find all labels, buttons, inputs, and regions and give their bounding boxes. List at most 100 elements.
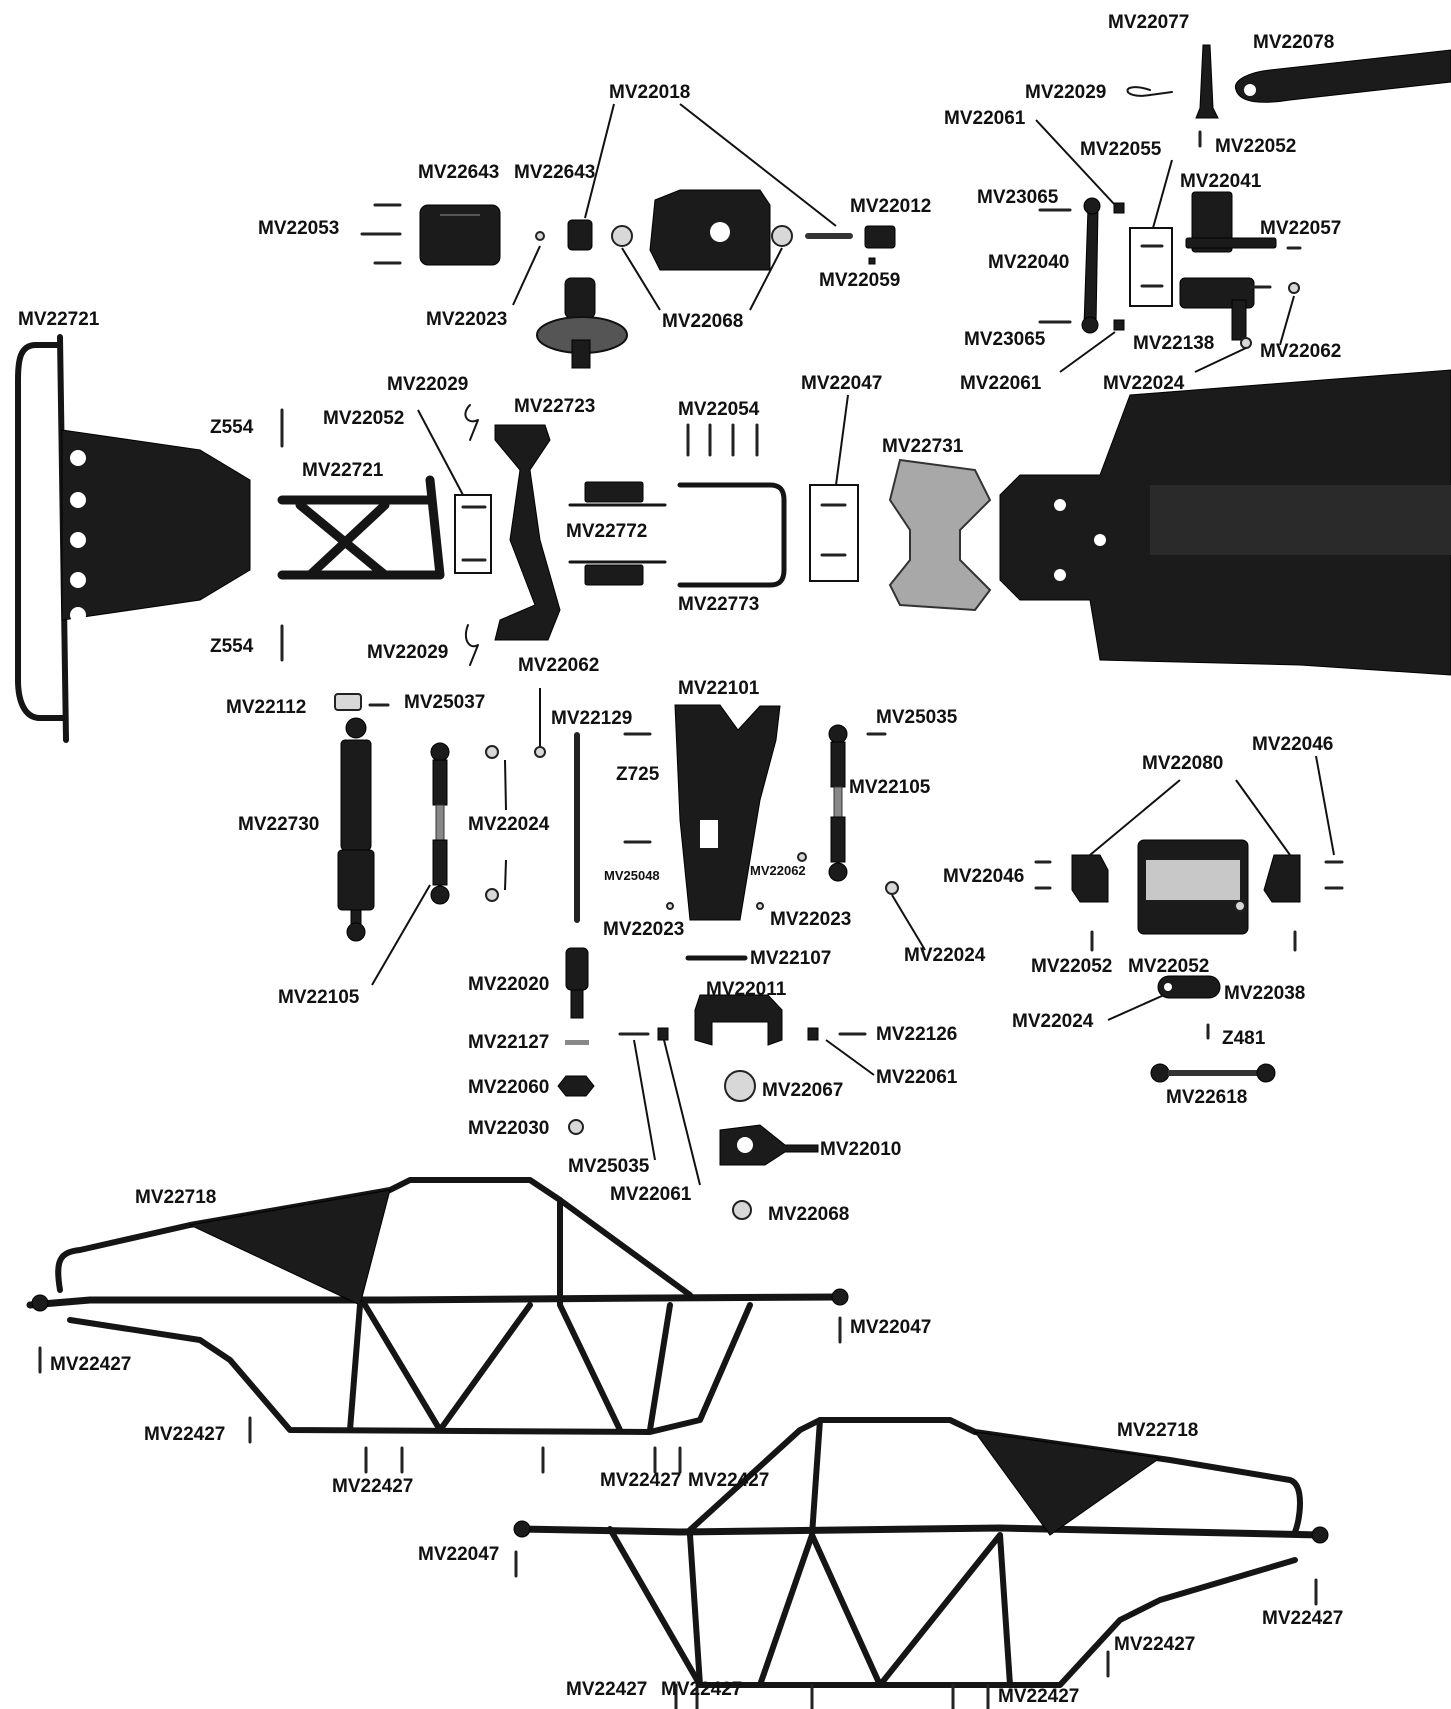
tie-rod-left: [430, 742, 450, 905]
label-mv22061-c: MV22061: [876, 1067, 958, 1088]
steering-knuckle: [719, 1124, 819, 1166]
pinion-gear: [567, 219, 593, 251]
spur-gear-diff: [536, 277, 628, 369]
label-mv22052-b: MV22052: [323, 408, 404, 429]
e-clip-mv22023-a: [666, 902, 674, 910]
servo: [1137, 839, 1249, 935]
label-mv22773: MV22773: [678, 594, 759, 615]
label-mv22068-b: MV22068: [768, 1204, 849, 1225]
screw-box-mv22047: [809, 484, 859, 582]
servo-horn: [1157, 975, 1221, 999]
label-mv22052-c: MV22052: [1031, 956, 1112, 977]
diff-cover: [419, 204, 501, 266]
label-mv22012: MV22012: [850, 196, 931, 217]
e-clip-mv22023-b: [756, 902, 764, 910]
servo-link: [1150, 1063, 1276, 1083]
label-z554-a: Z554: [210, 417, 254, 438]
outdrive-mv22012: [864, 225, 896, 249]
label-mv22010: MV22010: [820, 1139, 901, 1160]
label-mv22730: MV22730: [238, 814, 319, 835]
front-body-mount: [494, 424, 561, 641]
label-mv22055: MV22055: [1080, 139, 1162, 160]
pin-mv22059: [868, 257, 876, 265]
label-mv22061-top: MV22061: [944, 108, 1026, 129]
label-mv22062-top: MV22062: [1260, 341, 1341, 362]
bumper-spacers: [568, 481, 667, 586]
nut-mv22062-top: [1288, 282, 1300, 294]
label-mv22080: MV22080: [1142, 753, 1223, 774]
bearing-mv22067: [724, 1070, 756, 1102]
battery-strap: [1234, 49, 1451, 103]
tie-rod-right: [828, 724, 848, 882]
label-mv22718-b: MV22718: [1117, 1420, 1198, 1441]
label-mv22023-b: MV22023: [770, 909, 851, 930]
servo-saver-upper: [1185, 191, 1277, 253]
label-mv22029-b: MV22029: [387, 374, 468, 395]
label-mv22731: MV22731: [882, 436, 964, 457]
roll-cage-right: [513, 1417, 1329, 1688]
label-mv22643-b: MV22643: [514, 162, 595, 183]
front-bumper: [15, 334, 251, 743]
shim-mv22068-c: [732, 1200, 752, 1220]
label-mv22062-mid: MV22062: [518, 655, 599, 676]
label-mv22040: MV22040: [988, 252, 1069, 273]
label-mv22126: MV22126: [876, 1024, 957, 1045]
bushing-top: [1113, 202, 1125, 214]
shock-cap: [334, 693, 362, 711]
label-mv22062-small: MV22062: [750, 863, 806, 878]
label-mv22138: MV22138: [1133, 333, 1214, 354]
label-mv22067: MV22067: [762, 1080, 843, 1101]
c-hub-mv22011: [694, 994, 783, 1046]
label-z554-b: Z554: [210, 636, 254, 657]
bushing-mv22061-c: [807, 1027, 819, 1041]
e-clip-mv22023: [535, 231, 545, 241]
label-mv22107: MV22107: [750, 948, 831, 969]
steering-link: [1081, 197, 1101, 334]
label-mv22723: MV22723: [514, 396, 595, 417]
ball-stud-b: [485, 888, 499, 902]
label-mv22105-b: MV22105: [278, 987, 360, 1008]
label-mv22052-top: MV22052: [1215, 136, 1296, 157]
axle-mv22020: [565, 947, 589, 1019]
label-mv22023-a: MV22023: [603, 919, 684, 940]
label-mv22721-b: MV22721: [302, 460, 384, 481]
label-mv22718-a: MV22718: [135, 1187, 216, 1208]
label-mv22047-c: MV22047: [418, 1544, 499, 1565]
label-mv22018: MV22018: [609, 82, 690, 103]
label-mv22024-mid: MV22024: [468, 814, 550, 835]
label-mv22427-f: MV22427: [1262, 1608, 1343, 1629]
label-mv22068-top: MV22068: [662, 311, 743, 332]
nut-mv22030: [568, 1119, 584, 1135]
label-mv22427-e: MV22427: [688, 1470, 769, 1491]
label-mv22054: MV22054: [678, 399, 760, 420]
label-mv22643-a: MV22643: [418, 162, 499, 183]
label-mv22047-b: MV22047: [850, 1317, 931, 1338]
label-mv22427-i: MV22427: [661, 1679, 742, 1700]
label-mv22038: MV22038: [1224, 983, 1305, 1004]
label-mv22427-c: MV22427: [332, 1476, 413, 1497]
label-mv22127: MV22127: [468, 1032, 549, 1053]
part-labels: MV22077 MV22078 MV22029 MV22061 MV22052 …: [18, 12, 1343, 1707]
label-mv22721-a: MV22721: [18, 309, 100, 330]
servo-mount-right: [1263, 854, 1301, 903]
label-mv22427-h: MV22427: [566, 1679, 647, 1700]
body-clip-top: [1126, 86, 1173, 97]
label-mv22618: MV22618: [1166, 1087, 1247, 1108]
label-z725: Z725: [616, 764, 660, 785]
hex-mv22060: [557, 1075, 595, 1097]
label-mv22024-top: MV22024: [1103, 373, 1185, 394]
bushing-bottom: [1113, 319, 1125, 331]
label-mv22029-top: MV22029: [1025, 82, 1106, 103]
label-mv22105-a: MV22105: [849, 777, 931, 798]
label-mv22023-top: MV22023: [426, 309, 507, 330]
body-clip-upper: [464, 404, 479, 441]
shim-mv22068-a: [611, 225, 633, 247]
leader-lines: [371, 103, 1335, 1186]
diff-case: [649, 189, 771, 271]
label-mv22057: MV22057: [1260, 218, 1341, 239]
antenna-tube: [1195, 44, 1219, 119]
label-mv22078: MV22078: [1253, 32, 1334, 53]
label-mv22427-b: MV22427: [144, 1424, 225, 1445]
servo-mount-left: [1071, 854, 1109, 903]
